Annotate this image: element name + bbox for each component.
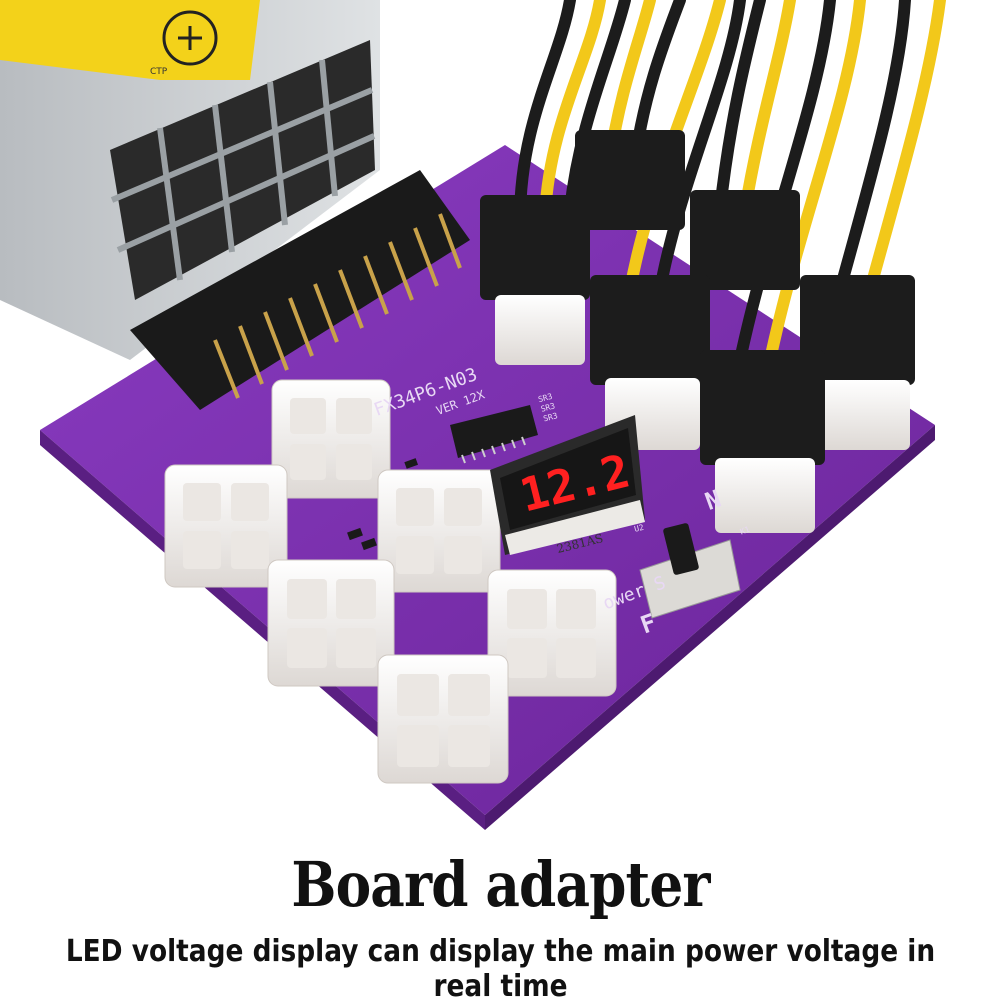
caption-subtitle: LED voltage display can display the main…	[65, 934, 936, 1004]
power-switch	[639, 523, 741, 619]
caption-title: Board adapter	[291, 848, 710, 921]
white-connector	[487, 569, 617, 697]
power-supply-unit: CTP	[0, 0, 380, 360]
product-photo: CTP	[0, 0, 946, 830]
switch-toggle	[663, 523, 699, 575]
white-connector	[377, 469, 501, 593]
black-pcie-connectors	[480, 130, 915, 533]
white-pcie-connectors	[164, 379, 617, 784]
white-connector	[267, 559, 395, 687]
psu-edge-connector	[130, 170, 470, 410]
white-connector	[164, 464, 288, 588]
switch-ref-label: K1	[739, 525, 751, 537]
pcie-cables	[514, 0, 946, 366]
white-connector	[377, 654, 509, 784]
black-connector	[480, 195, 590, 365]
ic-chip	[450, 405, 538, 464]
black-connector	[800, 275, 915, 450]
white-connector	[271, 379, 391, 499]
resistor-label: SR3	[537, 392, 553, 404]
black-connector	[590, 275, 710, 450]
psu-label: CTP	[150, 67, 168, 77]
display-ref-label: U2	[633, 523, 645, 534]
resistor-label: SR3	[540, 401, 556, 413]
black-connector	[575, 130, 685, 230]
black-connector	[690, 190, 800, 290]
resistor-label: SR3	[542, 411, 558, 423]
smd-components	[347, 458, 419, 551]
black-connector	[700, 350, 825, 533]
